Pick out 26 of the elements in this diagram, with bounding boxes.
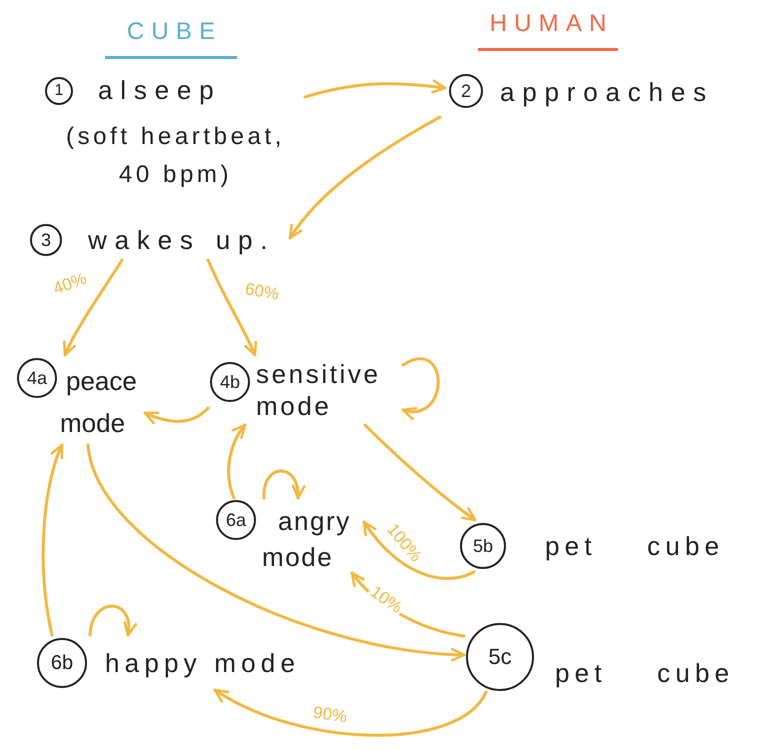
- arrow: [86, 444, 466, 662]
- state-label: wakes up.: [88, 224, 276, 256]
- arrow: [364, 424, 476, 522]
- arrow: [362, 520, 476, 580]
- arrow: [63, 258, 124, 356]
- state-label: happy mode: [105, 647, 300, 679]
- arrow: [144, 406, 210, 424]
- state-note: (soft heartbeat, 40 bpm): [64, 122, 286, 190]
- action-label: pet cube: [545, 530, 724, 562]
- self-loop-arrow: [402, 357, 440, 419]
- self-loop-arrow: [88, 604, 136, 636]
- column-heading: CUBE: [105, 14, 237, 59]
- arrow: [288, 116, 442, 240]
- state-label: alseep: [98, 74, 222, 106]
- arrow: [206, 258, 257, 356]
- state-label: approaches: [500, 76, 714, 108]
- column-heading: HUMAN: [478, 6, 618, 51]
- arrow: [304, 80, 446, 98]
- state-label: sensitive mode: [256, 358, 382, 422]
- state-label: angry mode: [262, 505, 352, 574]
- arrow: [214, 688, 488, 737]
- action-label: pet cube: [555, 657, 734, 689]
- state-label: peace mode: [60, 365, 138, 440]
- arrow: [227, 424, 246, 500]
- self-loop-arrow: [262, 470, 304, 500]
- arrow: [42, 444, 64, 636]
